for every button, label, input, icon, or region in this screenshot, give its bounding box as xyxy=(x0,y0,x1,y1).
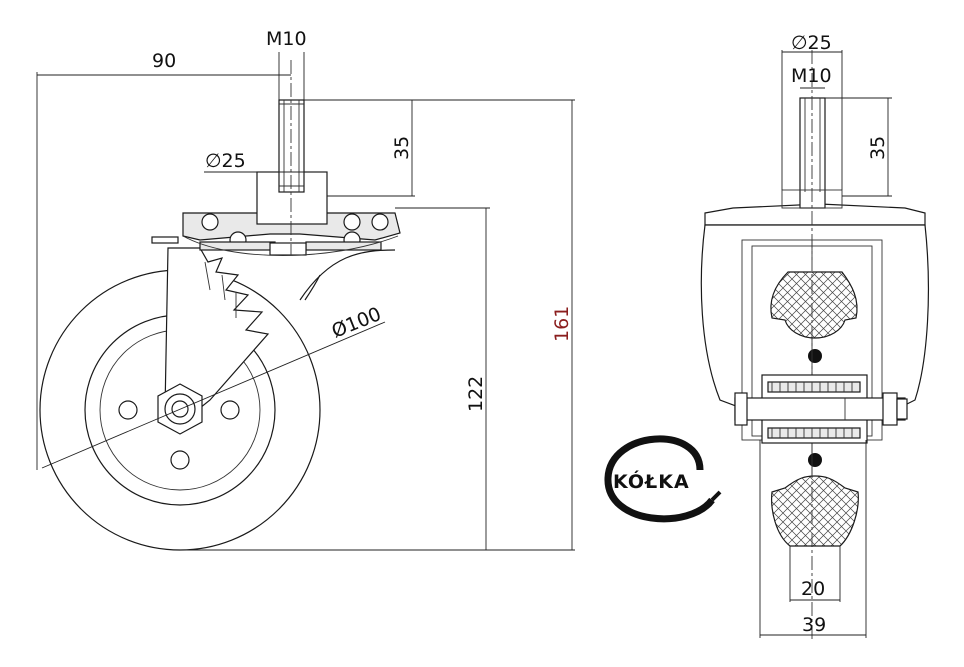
front-axle-bolt xyxy=(734,397,906,421)
dim-wheel-diameter-label: Ø100 xyxy=(329,303,385,343)
front-dim-thread-label: M10 xyxy=(791,65,832,87)
front-dim-tread-width-label: 20 xyxy=(801,578,825,600)
dim-stem-length-label: 35 xyxy=(391,136,413,160)
rim-dot xyxy=(808,349,822,363)
bearing-ball xyxy=(201,213,219,231)
logo-text: KÓŁKA xyxy=(613,469,690,493)
dim-offset-label: 90 xyxy=(152,50,176,72)
dim-axle-height-label: 122 xyxy=(465,376,487,412)
front-tire-lower xyxy=(771,475,859,547)
front-tire-upper xyxy=(770,271,858,339)
front-dim-wheel-width-label: 39 xyxy=(802,614,826,636)
front-stem xyxy=(799,97,826,209)
hub-hole xyxy=(118,400,138,420)
kingpin-nut xyxy=(269,242,307,256)
dim-plate-diameter-label: ∅25 xyxy=(205,150,246,172)
kolka-logo: KÓŁKA xyxy=(604,435,722,523)
front-dim-stem-length-label: 35 xyxy=(867,136,889,160)
axle-washer xyxy=(164,393,196,425)
hub-hole xyxy=(170,450,190,470)
axle-bolt xyxy=(171,400,189,418)
threaded-stem xyxy=(278,99,305,193)
side-view: 90 M10 ∅25 35 122 161 Ø100 xyxy=(36,28,575,551)
rim-dot xyxy=(808,453,822,467)
bearing-ball xyxy=(371,213,389,231)
swivel-sweep-arc xyxy=(299,249,396,301)
lower-race xyxy=(151,236,179,244)
dim-thread-label: M10 xyxy=(266,28,307,50)
dim-total-height-label: 161 xyxy=(551,306,573,342)
front-dim-plate-diameter-label: ∅25 xyxy=(791,32,832,54)
front-view: ∅25 M10 35 20 39 xyxy=(700,32,929,640)
bearing-ball xyxy=(343,213,361,231)
logo-ring xyxy=(604,435,715,523)
hub-hole xyxy=(220,400,240,420)
